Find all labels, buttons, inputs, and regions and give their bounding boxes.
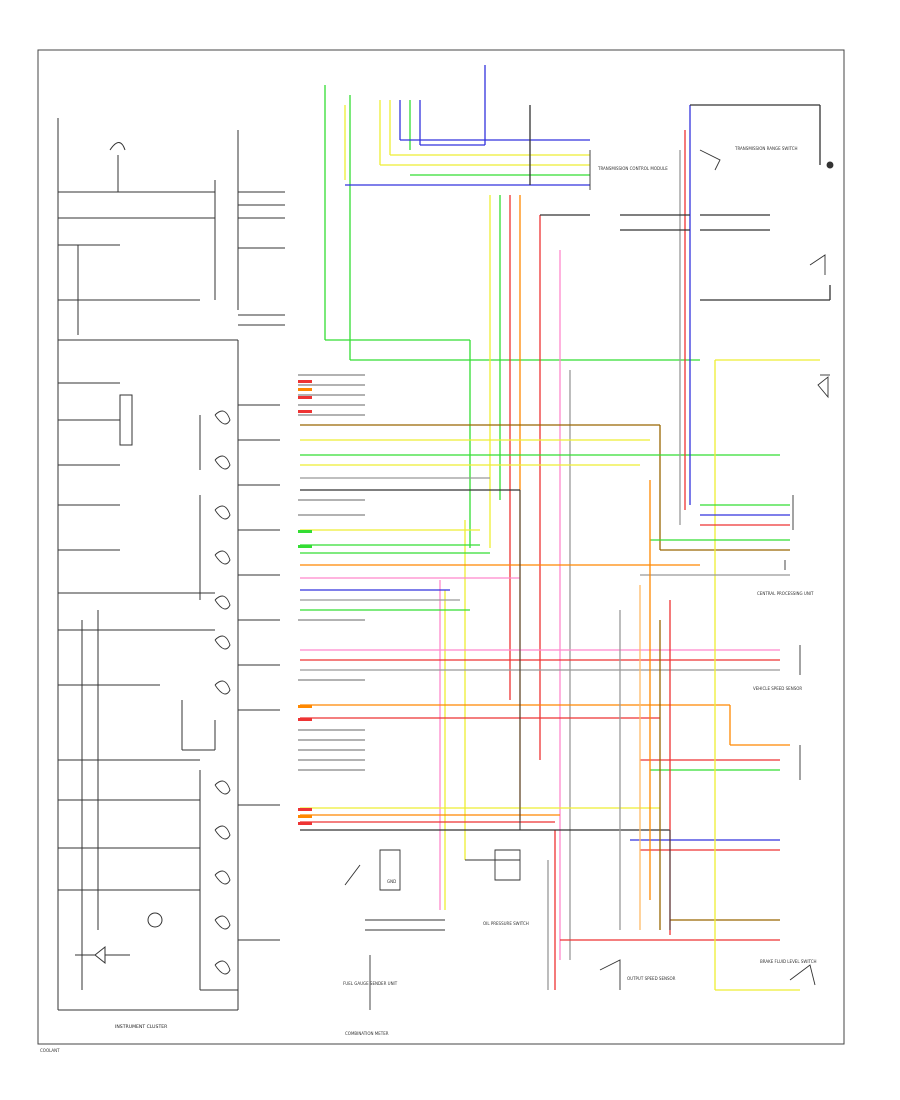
label-oil-pressure: OIL PRESSURE SWITCH <box>483 921 529 926</box>
label-bottom-center: COMBINATION METER <box>345 1031 389 1036</box>
diagram-border <box>37 49 845 1045</box>
cluster-right-stubs <box>238 404 280 941</box>
pin-tags <box>298 380 312 825</box>
label-central-processing: CENTRAL PROCESSING UNIT <box>757 591 814 596</box>
connector-pins <box>298 374 365 771</box>
instrument-cluster-block <box>57 118 285 1011</box>
label-bottom-right: OUTPUT SPEED SENSOR <box>627 976 676 981</box>
label-trans-right: TRANSMISSION RANGE SWITCH <box>734 146 798 151</box>
label-brake-fluid: BRAKE FLUID LEVEL SWITCH <box>760 959 817 964</box>
corner-label: COOLANT <box>40 1048 60 1053</box>
label-fuel-sender: FUEL GAUGE SENDER UNIT <box>343 981 398 986</box>
center-bus <box>465 490 671 930</box>
right-components <box>344 149 834 1010</box>
label-trans-top: TRANSMISSION CONTROL MODULE <box>597 166 668 171</box>
label-vss: VEHICLE SPEED SENSOR <box>753 686 802 691</box>
wire-trunks <box>324 65 700 990</box>
harness-lines <box>300 104 831 991</box>
label-ground: GND <box>387 879 396 884</box>
footer-caption: INSTRUMENT CLUSTER <box>115 1024 168 1030</box>
